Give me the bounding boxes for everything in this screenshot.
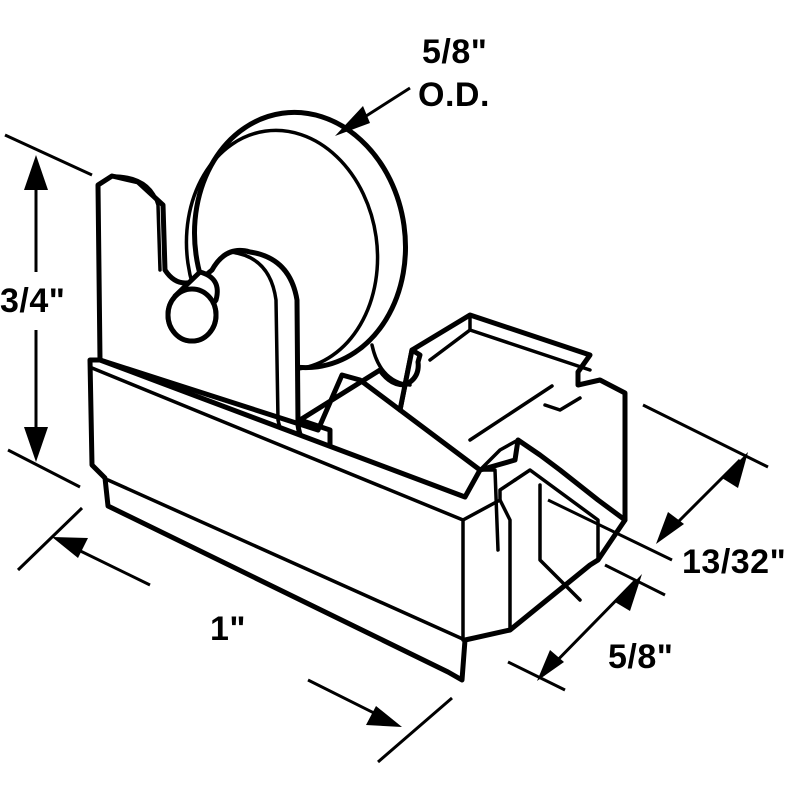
- label-length: 1": [210, 610, 247, 648]
- dimension-depth: [547, 403, 769, 562]
- axle-bracket: [95, 173, 423, 454]
- label-width: 5/8": [608, 638, 674, 676]
- housing-base: [87, 357, 628, 683]
- dimension-width: [507, 563, 666, 692]
- dimension-wheel-od-arrow: [335, 86, 411, 136]
- label-height: 3/4": [0, 282, 66, 320]
- dimension-length: [16, 506, 453, 764]
- label-wheel-od-note: O.D.: [418, 76, 490, 114]
- label-depth: 13/32": [682, 543, 787, 581]
- dimension-height: [4, 133, 93, 489]
- label-wheel-od-value: 5/8": [422, 33, 488, 71]
